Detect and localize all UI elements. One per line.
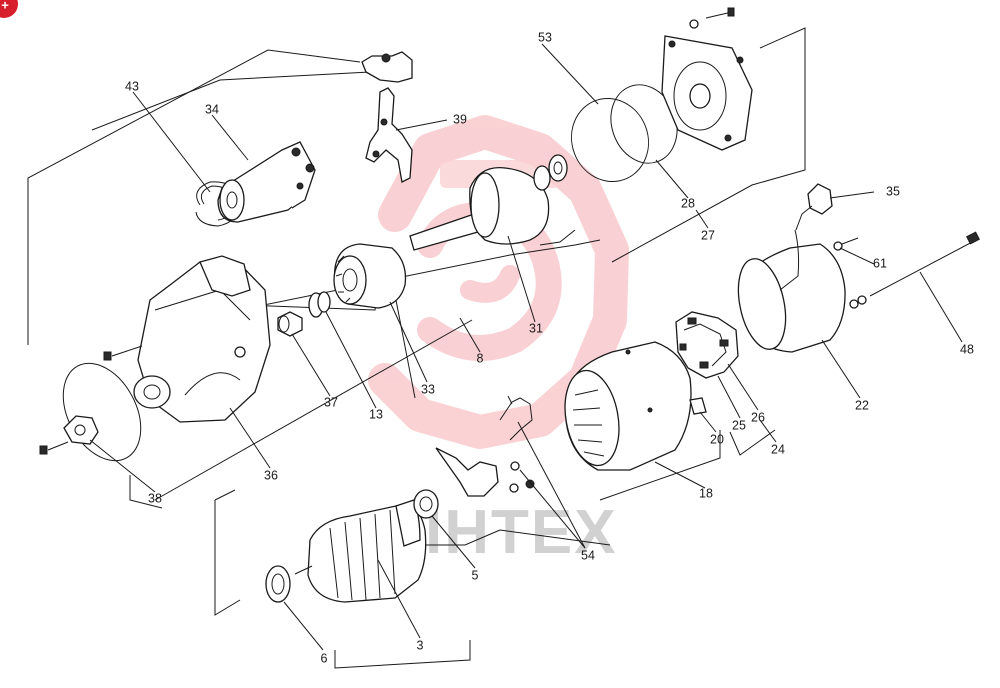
part-31-drive-shaft — [409, 167, 550, 251]
leader-lines — [89, 43, 963, 651]
part-3-armature — [294, 499, 433, 603]
callout-37: 37 — [324, 395, 338, 409]
corner-badge-dot — [0, 0, 18, 18]
callout-34: 34 — [205, 102, 219, 116]
part-34-solenoid — [217, 141, 316, 223]
callout-54: 54 — [581, 548, 595, 562]
part-35-terminal — [795, 183, 833, 231]
callout-22: 22 — [855, 398, 869, 412]
part-61-screw — [833, 237, 859, 251]
part-33-pinion — [333, 243, 407, 309]
callout-25: 25 — [732, 418, 746, 432]
part-housing-bolt — [103, 345, 143, 361]
corner-badge-glyph: + — [1, 0, 9, 12]
callout-39: 39 — [453, 112, 467, 126]
callout-31: 31 — [529, 321, 543, 335]
part-top-bolt — [689, 7, 735, 29]
callout-26: 26 — [751, 410, 765, 424]
part-38-cover-plate — [62, 362, 142, 462]
part-39-lever — [365, 87, 413, 183]
callout-61: 61 — [873, 256, 887, 270]
callout-53: 53 — [538, 30, 552, 44]
watermark-gear-outline — [368, 115, 629, 449]
part-37-sleeve — [277, 311, 303, 337]
part-22-end-cover — [737, 229, 846, 353]
callout-5: 5 — [472, 568, 479, 582]
corner-badge: + — [0, 0, 18, 18]
callout-24: 24 — [771, 442, 785, 456]
part-18-field-housing — [564, 341, 707, 471]
part-6-seal — [265, 565, 291, 603]
part-53-o-ring — [571, 97, 649, 183]
callout-13: 13 — [369, 407, 383, 421]
callout-labels: 43 34 39 53 28 27 35 61 48 22 31 8 33 37… — [125, 30, 974, 665]
part-top-bracket — [361, 51, 413, 83]
callout-6: 6 — [321, 651, 328, 665]
part-48-through-bolt — [849, 231, 980, 309]
callout-8: 8 — [477, 351, 484, 365]
part-24-brush-holder — [675, 311, 739, 379]
part-54-terminal-assembly — [435, 395, 535, 497]
part-13-rings — [308, 291, 331, 318]
callout-43: 43 — [125, 79, 139, 93]
callout-27: 27 — [701, 228, 715, 242]
part-27-end-plate — [661, 35, 753, 151]
callout-38: 38 — [148, 491, 162, 505]
callout-36: 36 — [264, 468, 278, 482]
callout-33: 33 — [421, 382, 435, 396]
part-38-bolt — [39, 441, 69, 455]
part-bushing-pair — [533, 154, 568, 191]
callout-20: 20 — [710, 432, 724, 446]
callout-35: 35 — [886, 184, 900, 198]
callout-48: 48 — [960, 342, 974, 356]
watermark-core — [460, 265, 520, 303]
callout-28: 28 — [681, 196, 695, 210]
callout-3: 3 — [417, 638, 424, 652]
part-36-drive-housing — [133, 255, 271, 423]
part-5-bearing — [413, 489, 439, 519]
callout-18: 18 — [699, 486, 713, 500]
